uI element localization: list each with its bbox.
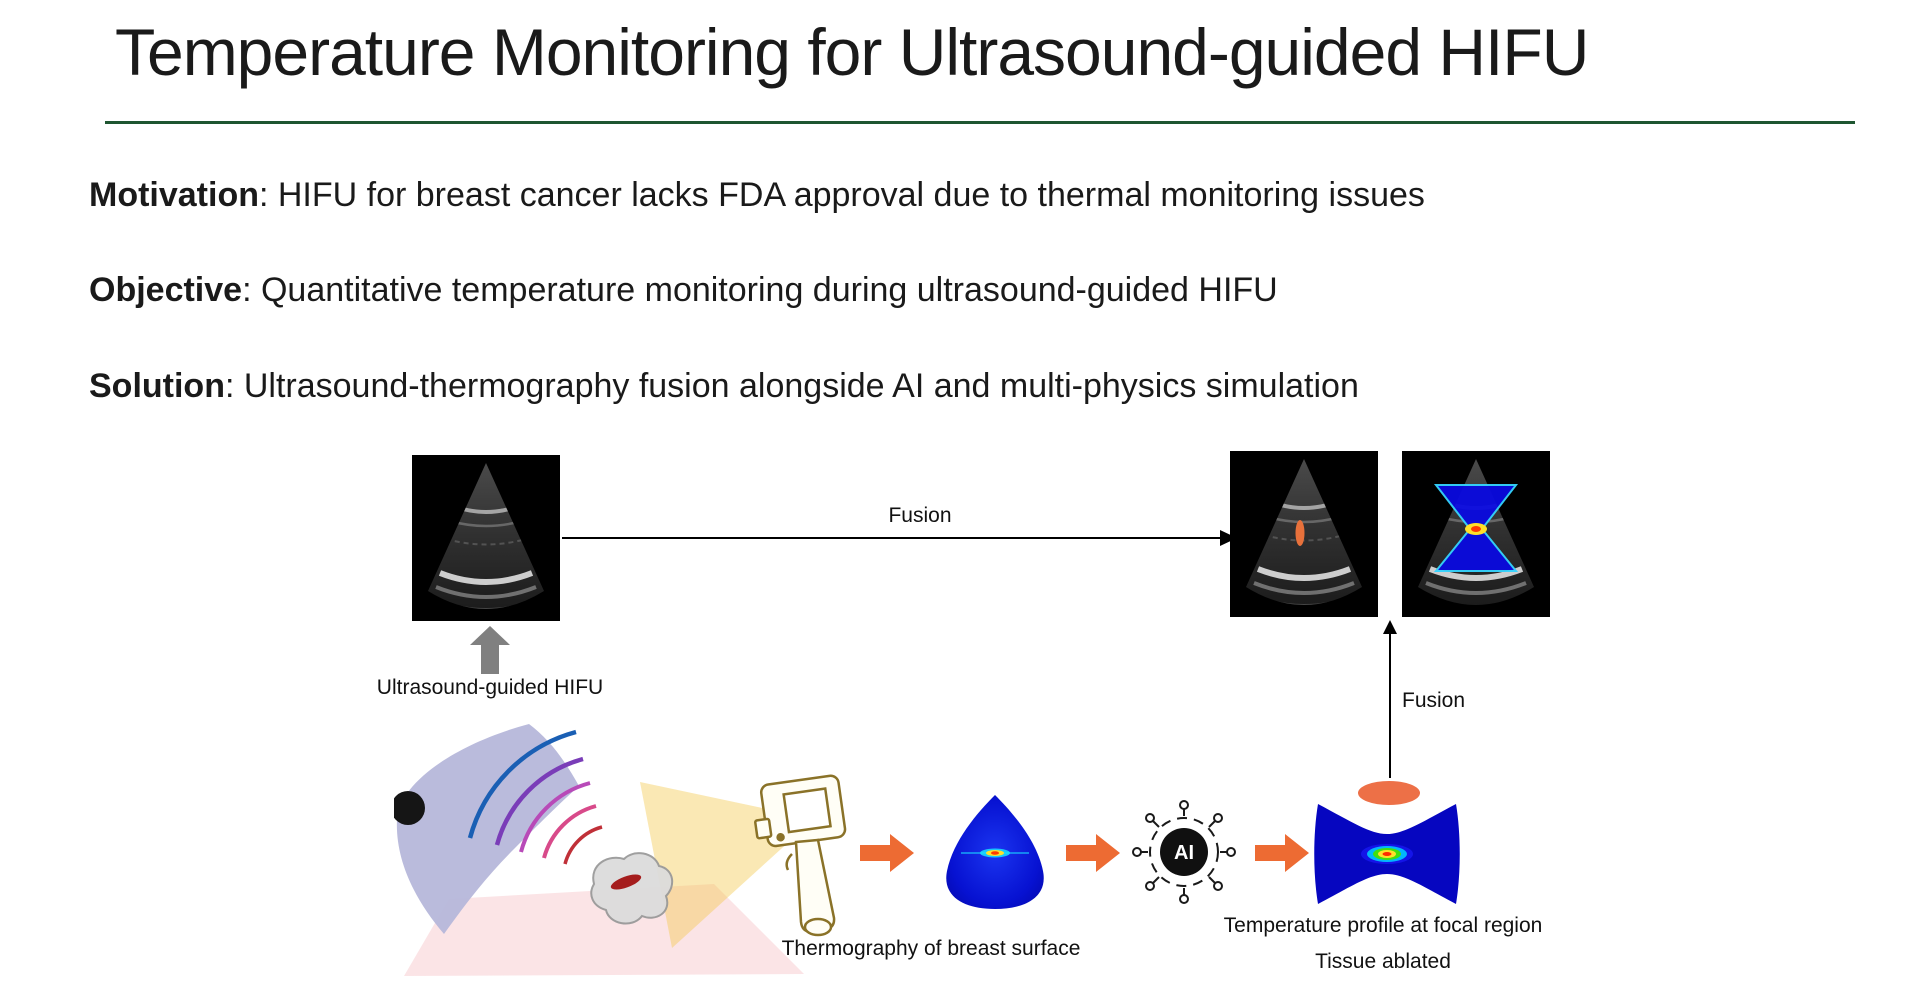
bullet-solution: Solution: Ultrasound-thermography fusion… [89,367,1359,406]
wave-arc-red [563,825,603,865]
fusion-arrow-right-icon [1383,620,1397,778]
bullet-solution-text: : Ultrasound-thermography fusion alongsi… [224,367,1359,405]
up-arrow-gray-icon [470,626,510,674]
bullet-motivation-text: : HIFU for breast cancer lacks FDA appro… [258,176,1425,214]
temperature-profile-label: Temperature profile at focal region [1223,914,1543,937]
focal-lesion-icon [610,874,642,890]
wave-arc-purple [494,756,584,846]
fusion-arrow-top-icon [562,530,1237,546]
ai-icon-label: AI [1174,842,1194,864]
page-title: Temperature Monitoring for Ultrasound-gu… [115,15,1589,89]
wave-arc-orchid [519,781,591,853]
transducer-body-icon [396,724,579,934]
hifu-transducer-illustration [394,724,814,976]
bullet-motivation: Motivation: HIFU for breast cancer lacks… [89,176,1425,215]
fusion-right-label: Fusion [1402,689,1466,712]
ai-icon: AI [1132,800,1236,904]
bullet-objective-label: Objective [89,271,243,309]
thermal-camera-icon [754,774,847,937]
title-underline [105,121,1855,124]
wave-arc-blue [467,729,577,839]
flow-arrow-2-icon [1066,834,1120,872]
breast-thermography-image [946,795,1044,909]
ultrasound-image-thermal-overlay [1402,451,1550,617]
bullet-objective-text: : Quantitative temperature monitoring du… [242,271,1278,309]
fusion-top-label: Fusion [888,504,952,527]
thermography-label: Thermography of breast surface [781,937,1081,960]
bullet-objective: Objective: Quantitative temperature moni… [89,271,1278,310]
bullet-motivation-label: Motivation [89,176,259,214]
ultrasound-hifu-label: Ultrasound-guided HIFU [376,676,604,699]
temperature-profile-image [1314,804,1460,904]
transducer-element-icon [394,791,425,825]
wave-arc-pink [542,804,597,859]
ablated-tissue-ellipse [1358,781,1420,805]
ultrasound-image-fusion [1230,451,1378,617]
ultrasound-image-source [412,455,560,621]
bullet-solution-label: Solution [89,367,225,405]
ablation-marker-icon [1295,520,1305,546]
flow-arrow-1-icon [860,834,914,872]
tissue-ablated-label: Tissue ablated [1315,950,1451,973]
tumor-shape [590,852,674,925]
skin-shape [404,884,804,976]
flow-arrow-3-icon [1255,834,1309,872]
